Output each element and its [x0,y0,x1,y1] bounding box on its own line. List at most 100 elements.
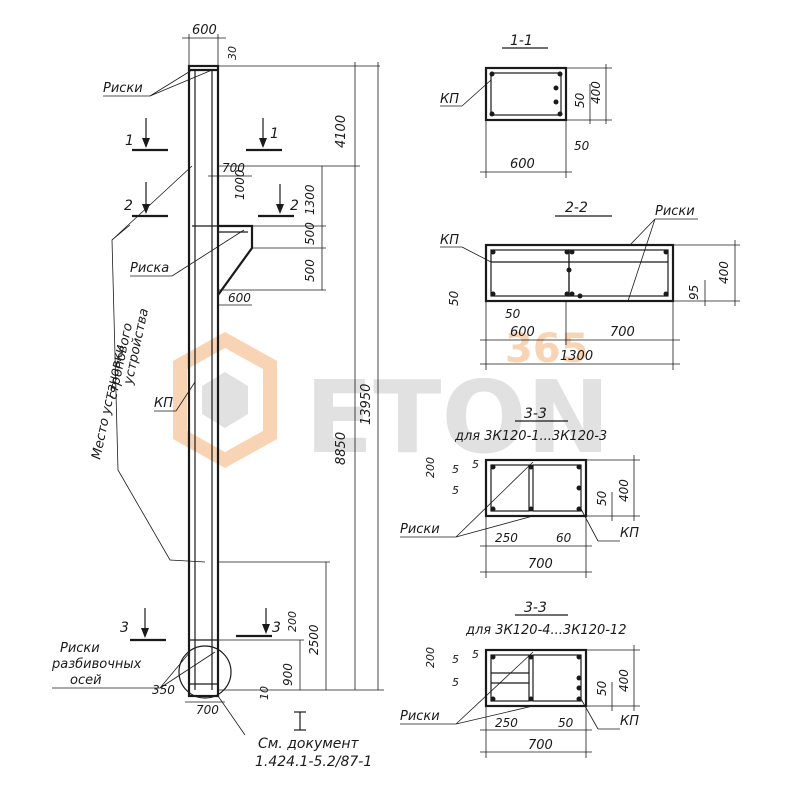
section-stirrup-right [532,654,582,702]
section-1-1: 1-1 КП 400 50 50 600 [440,33,612,178]
dim-5: 5 [472,648,479,661]
leader-line [159,651,216,689]
dim-200: 200 [424,647,437,668]
leader-line [111,224,206,563]
dim-50: 50 [595,680,609,696]
section-riski: Риски [655,204,695,219]
section-riski: Риски [400,522,440,537]
rebar-dots [489,71,563,117]
dim-600: 600 [510,325,535,340]
section-stirrup [490,72,562,116]
dim-top-offset: 30 [226,46,239,60]
section-label: 3 [272,620,281,636]
callout-riska: Риска [130,261,169,276]
section-outline [484,243,675,303]
dim-900: 900 [281,663,295,686]
dim-700: 700 [528,738,553,753]
rebar-dots [490,464,582,512]
section-kp: КП [440,233,459,248]
dim-5: 5 [452,484,459,497]
leader-line [627,218,656,302]
section-kp: КП [620,714,639,729]
callout-line: осей [70,673,102,688]
leader-line [455,515,534,538]
section-marker-2-right: 2 [258,184,299,218]
dim-50-bottom: 50 [574,139,590,153]
section-subtitle: для 3К120-4...3К120-12 [465,623,626,638]
watermark-logo-inner [202,372,248,428]
dim-base-700: 700 [196,703,219,717]
section-label: 2 [124,198,133,214]
dim-5: 5 [472,458,479,471]
dim-50-bottom: 50 [505,307,521,321]
dim-50-bottom: 50 [558,716,574,730]
dim-50-left: 50 [447,290,461,306]
section-kp: КП [620,526,639,541]
dim-250: 250 [495,531,518,545]
section-stirrup-left [490,654,530,702]
dim-50: 50 [595,490,609,506]
section-3-3-a: 3-3 для 3К120-1...3К120-3 Риски КП 200 5… [400,406,640,578]
section-marker-1-left: 1 [125,118,168,152]
rebar-dots [490,654,582,702]
dim-5: 5 [452,676,459,689]
section-2-2: 2-2 КП Риски 400 95 50 50 600 700 1300 [440,200,740,370]
section-marker-3-right: 3 [236,608,281,638]
watermark-brand: ETON [305,359,610,476]
section-stirrup-left [490,249,570,297]
dim-250: 250 [495,716,518,730]
leader-line [455,705,534,725]
leader-line [455,461,534,538]
dim-400: 400 [617,669,631,692]
dim-5: 5 [452,463,459,476]
dim-50: 50 [573,92,587,108]
section-label: 1 [270,126,279,142]
leader-line [171,229,245,277]
dim-5: 5 [452,653,459,666]
callout-line: Риски [60,641,100,656]
leader-line [455,651,534,725]
dim-600-console: 600 [228,291,251,305]
dim-60: 60 [556,531,572,545]
dim-200: 200 [286,611,299,632]
callout-kp: КП [154,396,173,411]
section-subtitle: для 3К120-1...3К120-3 [454,429,607,444]
section-riski: Риски [400,709,440,724]
dim-700: 700 [528,557,553,572]
callout-riski-bottom: Риски разбивочных осей [51,641,216,689]
watermark-logo-shape [173,331,277,469]
section-outline [484,66,568,122]
section-title: 1-1 [510,33,533,49]
section-marker-2-left: 2 [124,182,168,218]
watermark: ETON 365 [173,326,610,476]
dim-base-350: 350 [152,683,175,697]
dim-13950: 13950 [359,384,374,425]
dim-4100: 4100 [334,115,349,148]
leader-line [629,218,656,246]
section-kp: КП [440,92,459,107]
section-title: 2-2 [565,200,588,216]
dim-200: 200 [424,457,437,478]
dim-10: 10 [258,686,271,700]
reference-line-1: См. документ [258,736,360,752]
dim-700: 700 [610,325,635,340]
leader-line [580,508,599,542]
leader-line [461,246,492,263]
console-outline [217,224,254,296]
section-marker-3-left: 3 [120,608,166,642]
leader-line [111,165,193,241]
dim-600: 600 [510,157,535,172]
column-outline [187,64,220,698]
leader-line [461,79,492,107]
section-label: 3 [120,620,129,636]
dim-700-top: 700 [222,161,245,175]
section-label: 2 [290,198,299,214]
section-3-3-b: 3-3 для 3К120-4...3К120-12 Риски КП 200 … [400,600,640,758]
dim-1000: 1000 [233,169,247,200]
section-stirrup-left [490,464,530,512]
reference-line-2: 1.424.1-5.2/87-1 [255,754,372,770]
leader-line [175,381,196,412]
dim-400: 400 [717,261,731,284]
